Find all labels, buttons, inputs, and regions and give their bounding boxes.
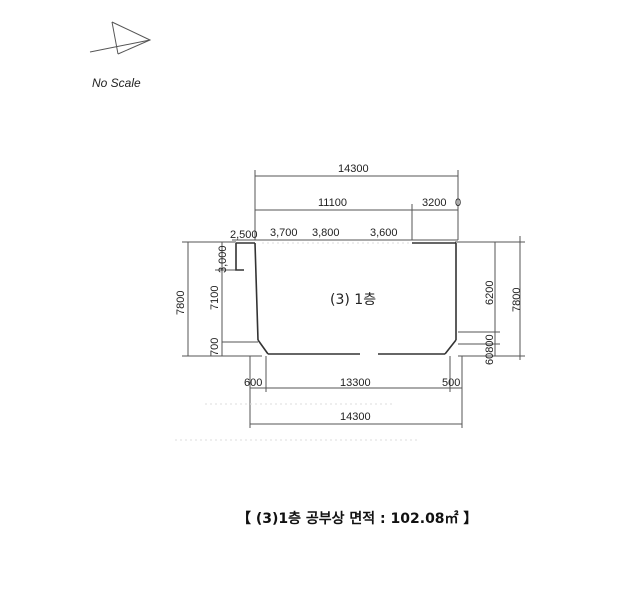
- bottom-dimensions: [175, 356, 463, 441]
- north-arrow-icon: [89, 21, 152, 55]
- dim-top-right: 3200: [422, 197, 446, 209]
- dim-left-main: 7100: [209, 286, 221, 310]
- dim-left-total: 7800: [175, 291, 187, 315]
- left-dimensions: [182, 241, 262, 357]
- dim-right-main: 6200: [484, 281, 496, 305]
- area-caption: 【 (3)1층 공부상 면적 : 102.08㎡ 】: [237, 510, 477, 527]
- dim-right-bottom: 60800: [484, 334, 496, 365]
- dim-left-bottom: 700: [209, 338, 221, 356]
- right-dimensions: [455, 236, 525, 360]
- no-scale-label: No Scale: [92, 76, 141, 90]
- dim-top-main: 11100: [318, 197, 347, 209]
- dim-seg-b: 3,700: [270, 227, 298, 239]
- dim-seg-c: 3,800: [312, 227, 340, 239]
- dim-right-total: 7800: [511, 288, 523, 312]
- dim-seg-d: 3,600: [370, 227, 398, 239]
- dim-seg-a: 2,500: [230, 229, 258, 241]
- room-label: (3) 1층: [330, 292, 376, 308]
- dim-top-zero: 0: [455, 197, 461, 209]
- dim-bot-left: 600: [244, 377, 262, 389]
- dim-top-total: 14300: [338, 163, 369, 175]
- dim-bot-main: 13300: [340, 377, 371, 389]
- top-dimensions: [232, 170, 459, 241]
- dim-left-notch: 3,000: [217, 245, 229, 273]
- building-outline: [235, 242, 457, 355]
- dim-bot-right: 500: [442, 377, 460, 389]
- dim-bot-total: 14300: [340, 411, 371, 423]
